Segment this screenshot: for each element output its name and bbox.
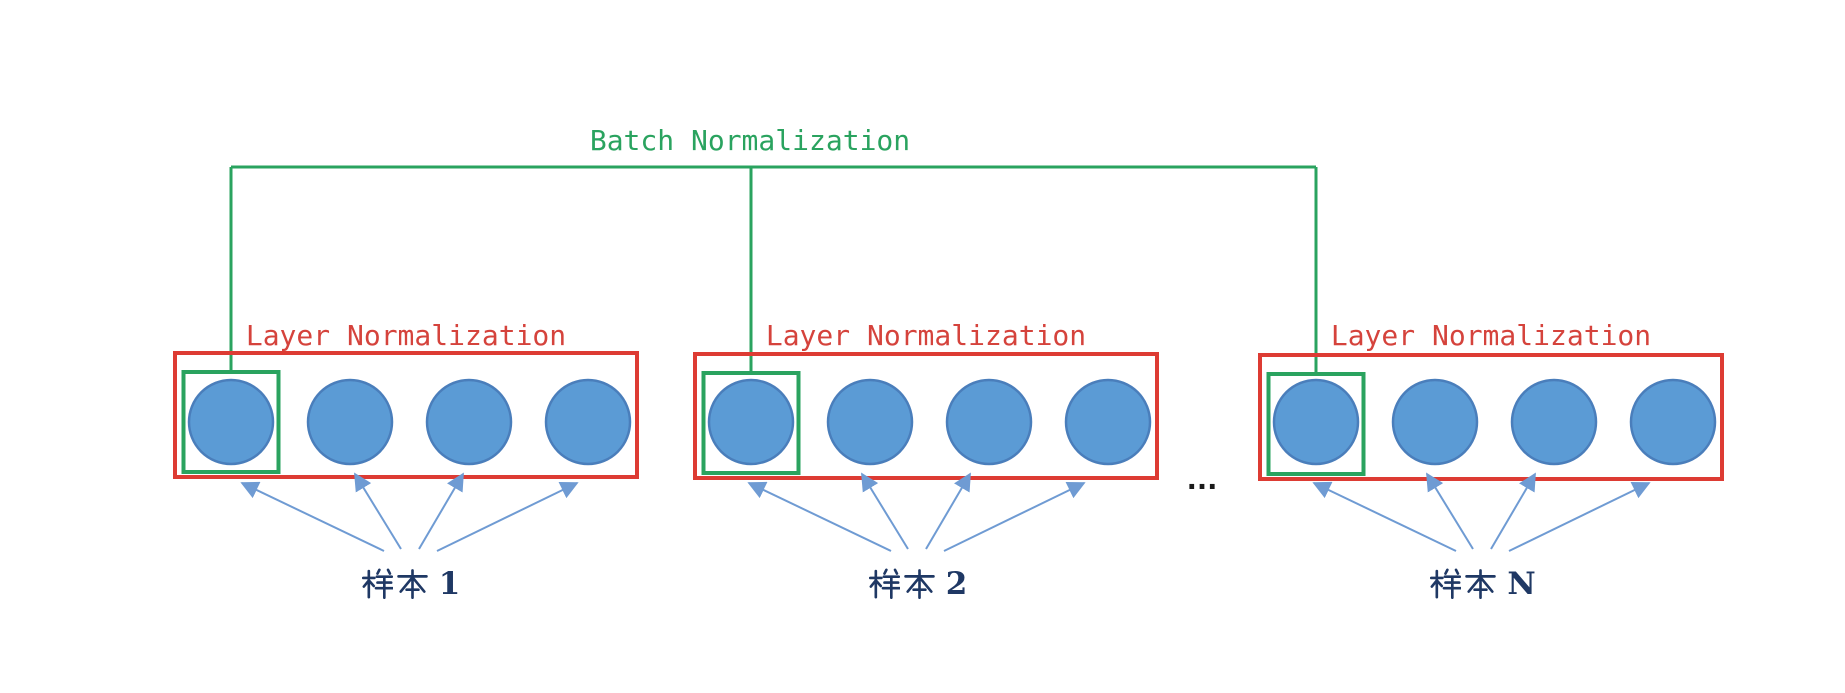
sample-label-1: 样本 1 1 [300,565,520,602]
sample-input-arrow [747,481,892,552]
neuron-circle [1629,378,1717,466]
sample-index-n: N [1507,566,1536,602]
layer-normalization-label-3: Layer Normalization [1330,319,1652,352]
cjk-char-ben-glyph [396,568,428,599]
layer-norm-box [1258,353,1724,481]
batch-normalization-label: Batch Normalization [589,124,911,157]
sample-input-arrow [943,481,1086,552]
batch-norm-highlight-box [1266,372,1366,476]
sample-input-arrow [925,472,971,550]
cjk-char-ben-glyph [903,568,935,599]
neuron-circle [1064,378,1152,466]
cjk-char-ben-glyph [1465,568,1497,599]
sample-input-arrow [1490,472,1536,550]
neuron-circle [187,378,275,466]
neuron-circle [425,378,513,466]
sample-label-n: 样本 N N [1372,565,1592,602]
sample-input-arrow [1426,472,1474,550]
cjk-char-yang-glyph [1430,568,1462,599]
sample-input-arrow [861,472,909,550]
batch-norm-highlight-box [181,370,281,474]
sample-input-arrow [1312,481,1457,552]
neuron-circle [1510,378,1598,466]
layer-normalization-label-1: Layer Normalization [245,319,567,352]
neuron-circle [1272,378,1360,466]
layer-normalization-label-2: Layer Normalization [765,319,1087,352]
sample-input-arrow [354,472,402,550]
cjk-char-yang-glyph [868,568,900,599]
layer-norm-box [173,351,639,479]
neuron-circle [1391,378,1479,466]
neuron-circle [826,378,914,466]
neuron-circle [306,378,394,466]
sample-input-arrow [436,481,579,552]
sample-input-arrow [240,481,385,552]
sample-input-arrow [1508,481,1651,552]
neuron-circle [544,378,632,466]
neuron-circle [945,378,1033,466]
layer-norm-box [693,352,1159,480]
batch-norm-highlight-box [701,371,801,475]
cjk-char-yang-glyph [361,568,393,599]
ellipsis-between-samples: ... [1186,465,1218,496]
sample-index-1: 1 [438,566,461,602]
sample-input-arrow [418,472,464,550]
sample-label-2: 样本 2 2 [807,565,1027,602]
neuron-circle [707,378,795,466]
sample-index-2: 2 [945,566,968,602]
